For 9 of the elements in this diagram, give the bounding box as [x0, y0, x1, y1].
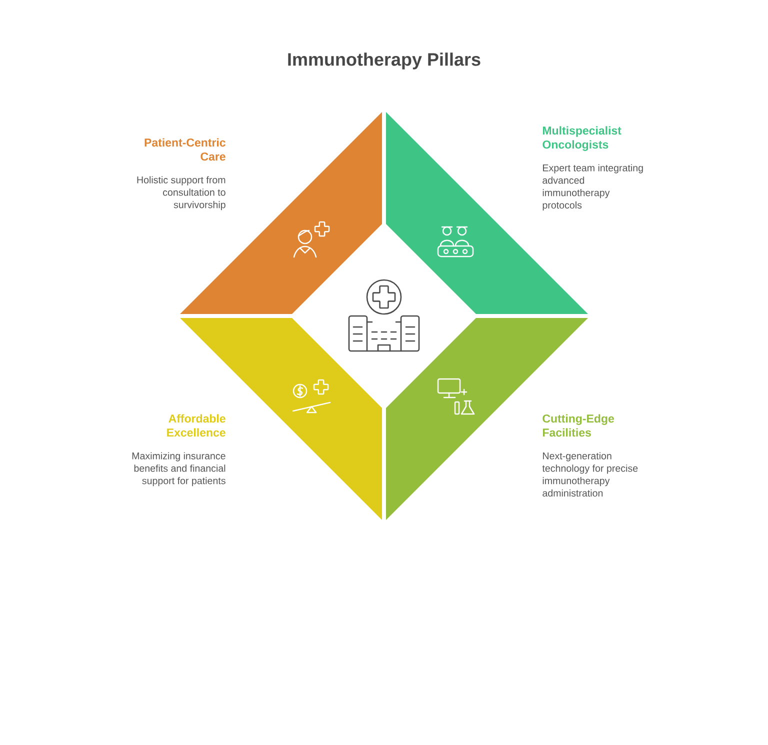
description: Maximizing insurance benefits and financial support for patients — [132, 452, 226, 486]
heading: Multispecialist Oncologists — [542, 126, 622, 151]
heading: Patient-Centric Care — [144, 138, 226, 161]
title: Immunotherapy Pillars — [288, 52, 480, 70]
description: Next-generation technology for precise immunotherapy administration — [542, 452, 638, 497]
description: Holistic support from consultation to survivorship — [137, 176, 226, 210]
heading: Affordable Excellence — [167, 414, 226, 437]
description: Expert team integrating advanced immunotherapy protocols — [542, 164, 643, 211]
heading: Cutting-Edge Facilities — [542, 414, 614, 437]
